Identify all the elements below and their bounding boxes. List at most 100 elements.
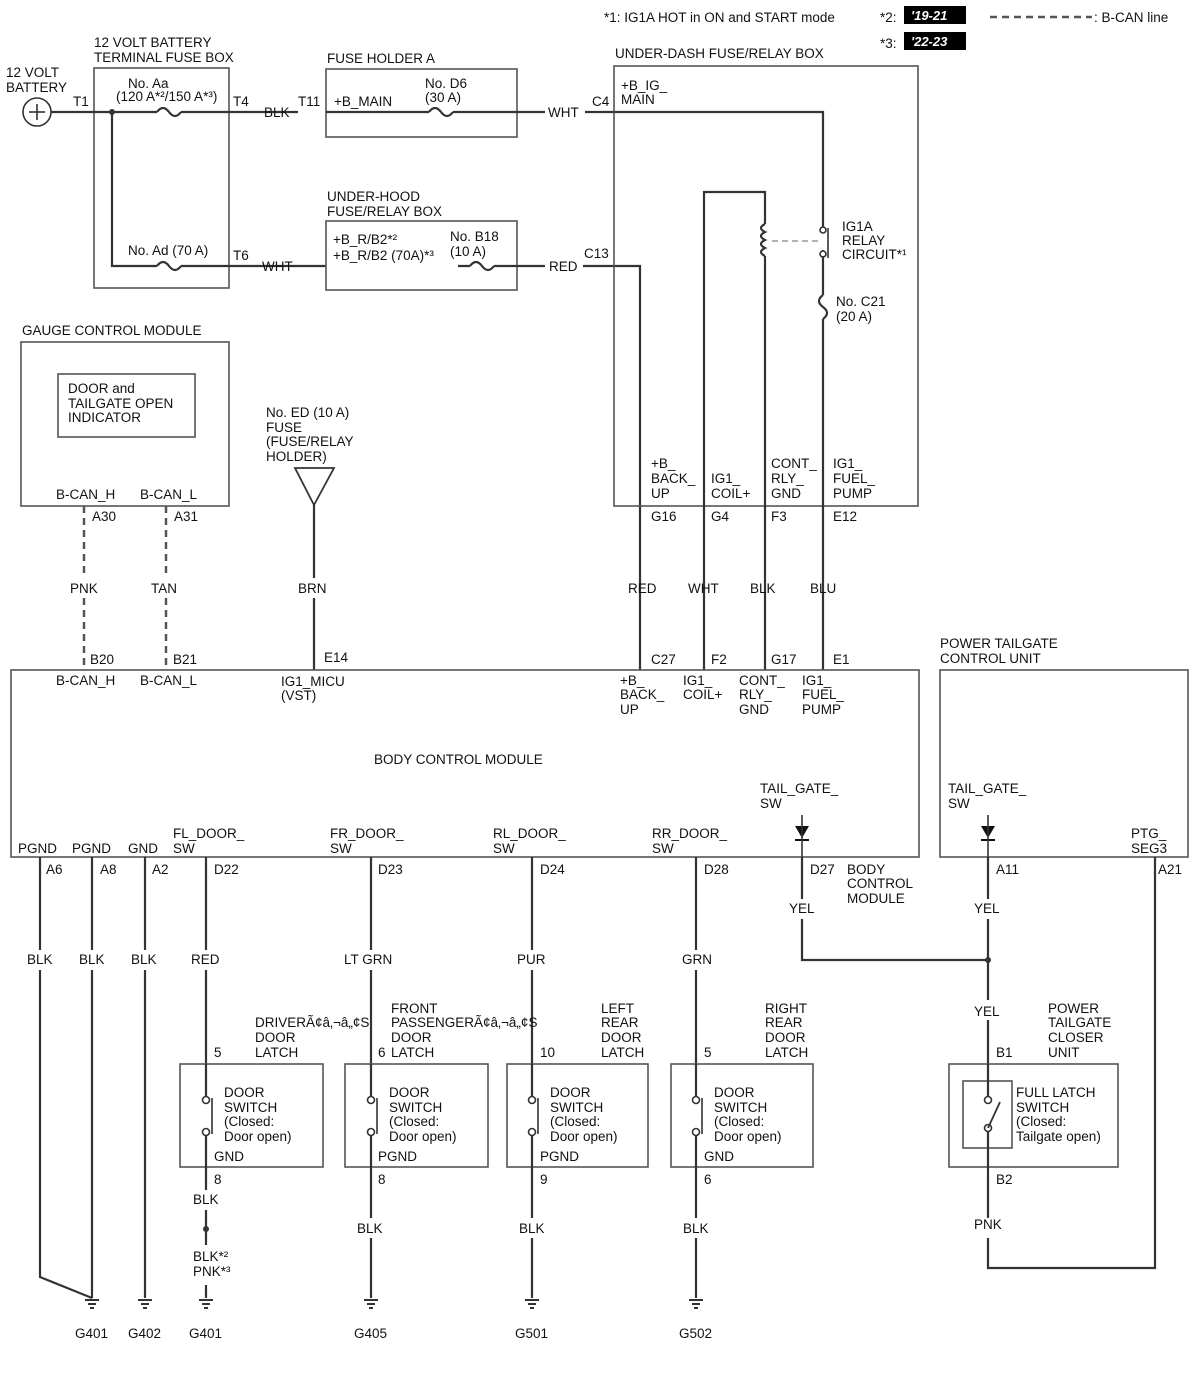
ptcu-title-1: POWER TAILGATE (940, 636, 1058, 651)
ground-icon-g401-a (85, 1299, 99, 1309)
wire-yel-d27: YEL (789, 901, 815, 916)
wires-ud-bcm (638, 640, 825, 670)
closer-switch-s3: (Closed: (1016, 1114, 1066, 1129)
bcm-fp-1: IG1_ (802, 673, 832, 688)
latch-lr-pin-out: 9 (540, 1172, 548, 1187)
wire-pnk: PNK (70, 581, 98, 596)
bcm-cr-3: GND (739, 702, 769, 717)
fuse-b18-rating: (10 A) (450, 244, 486, 259)
bmain-label: +B_MAIN (334, 94, 392, 109)
closer-t2: TAILGATE (1048, 1015, 1111, 1030)
indicator-line-1: DOOR and (68, 381, 135, 396)
wire-b18 (458, 264, 642, 640)
gauge-can-l: B-CAN_L (140, 487, 198, 502)
year-badge-3: '22-23 (911, 34, 948, 49)
ud-p1a: +B_ (651, 456, 676, 471)
pin-t1: T1 (73, 94, 89, 109)
pin-a21: A21 (1158, 862, 1182, 877)
rr-switch-s3: (Closed: (714, 1114, 764, 1129)
note-ig1a: *1: IG1A HOT in ON and START mode (604, 10, 835, 25)
closer-switch-s1: FULL LATCH (1016, 1085, 1096, 1100)
latch-driver-pin-out: 8 (214, 1172, 222, 1187)
latch-front-t4: LATCH (391, 1045, 434, 1060)
gauge-control-module (20, 341, 230, 507)
bcm-fr-1: FR_DOOR_ (330, 826, 404, 841)
bcm-sub-2: CONTROL (847, 876, 913, 891)
year-badge-3-bg (904, 32, 966, 50)
bcm-rr-1: RR_DOOR_ (652, 826, 728, 841)
latch-lr-t4: LATCH (601, 1045, 644, 1060)
note-2-mark: *2: (880, 10, 897, 25)
latch-front-t2: PASSENGERÃ¢â‚¬â„¢S (391, 1015, 537, 1030)
wire-brn-label: BRN (298, 581, 327, 596)
relay-coil-icon (759, 223, 768, 257)
latch-driver-t1: DRIVERÃ¢â‚¬â„¢S (255, 1015, 369, 1030)
wire-wht-g4: WHT (688, 581, 719, 596)
fuse-b18-label: No. B18 (450, 229, 499, 244)
ptcu-tg-1: TAIL_GATE_ (948, 781, 1027, 796)
pin-c27: C27 (651, 652, 676, 667)
wire-blu-e12: BLU (810, 581, 836, 596)
rr-latch-gnd: GND (704, 1149, 734, 1164)
ground-icon-g501 (525, 1299, 539, 1309)
fuse-ed-1: No. ED (10 A) (266, 405, 349, 420)
bcm-tailgate-diode-icon (795, 815, 809, 857)
latch-rr-t4: LATCH (765, 1045, 808, 1060)
year-badge-2: '19-21 (911, 8, 947, 23)
pin-c13: C13 (584, 246, 609, 261)
wire-a6 (38, 857, 93, 1300)
pin-t6: T6 (233, 248, 249, 263)
gauge-title: GAUGE CONTROL MODULE (22, 323, 202, 338)
front-door-switch-icon (366, 1064, 378, 1167)
bcm-bb-1: +B_ (620, 673, 645, 688)
lr-switch-s4: Door open) (550, 1129, 618, 1144)
fuse-aa-rating: (120 A*²/150 A*³) (116, 89, 217, 104)
ground-icon-g401-b (199, 1299, 213, 1309)
bcm-can-h: B-CAN_H (56, 673, 115, 688)
bcm-pgnd-2: PGND (72, 841, 111, 856)
ud-p4a: IG1_ (833, 456, 863, 471)
wire-pnk-3: PNK*³ (193, 1264, 231, 1279)
pin-e12: E12 (833, 509, 857, 524)
pin-t11: T11 (298, 94, 320, 109)
ground-label-3: G401 (189, 1326, 222, 1341)
wire-big-main (614, 110, 825, 222)
wire-blk-t4: BLK (264, 105, 290, 120)
driver-switch-s4: Door open) (224, 1129, 292, 1144)
ud-p3c: GND (771, 486, 801, 501)
underhood-title-2: FUSE/RELAY BOX (327, 204, 442, 219)
wire-grn-d28: GRN (682, 952, 712, 967)
relay-label-1: IG1A (842, 219, 873, 234)
fuse-b18-icon (469, 260, 495, 272)
fuse-ed-4: HOLDER) (266, 449, 327, 464)
bcm-bb-3: UP (620, 702, 639, 717)
pin-a31: A31 (174, 509, 198, 524)
bcm-tg-2: SW (760, 796, 782, 811)
latch-lr-pin-in: 10 (540, 1045, 555, 1060)
driver-latch-gnd: GND (214, 1149, 244, 1164)
front-switch-s3: (Closed: (389, 1114, 439, 1129)
ud-p3a: CONT_ (771, 456, 817, 471)
fuse-holder-a-title: FUSE HOLDER A (327, 51, 435, 66)
fuse-ed-3: (FUSE/RELAY (266, 434, 354, 449)
ground-label-6: G502 (679, 1326, 712, 1341)
driver-door-switch-icon (201, 1064, 213, 1167)
driver-switch-s3: (Closed: (224, 1114, 274, 1129)
latch-front-t3: DOOR (391, 1030, 432, 1045)
bcm-sub-1: BODY (847, 862, 885, 877)
bcm-bb-2: BACK_ (620, 687, 665, 702)
pin-b2: B2 (996, 1172, 1013, 1187)
wire-yel-b1: YEL (974, 1004, 1000, 1019)
bcm-fr-2: SW (330, 841, 352, 856)
latch-driver-pin-in: 5 (214, 1045, 222, 1060)
closer-switch-s2: SWITCH (1016, 1100, 1069, 1115)
fuse-d6-label: No. D6 (425, 76, 467, 91)
latch-driver-t2: DOOR (255, 1030, 296, 1045)
power-tailgate-closer-unit (948, 1063, 1119, 1168)
latch-front-t1: FRONT (391, 1001, 438, 1016)
wire-blk-a2: BLK (131, 952, 157, 967)
wire-blk-lr9: BLK (519, 1221, 545, 1236)
closer-t4: UNIT (1048, 1045, 1080, 1060)
lr-switch-s2: SWITCH (550, 1100, 603, 1115)
fuse-d6-rating: (30 A) (425, 90, 461, 105)
